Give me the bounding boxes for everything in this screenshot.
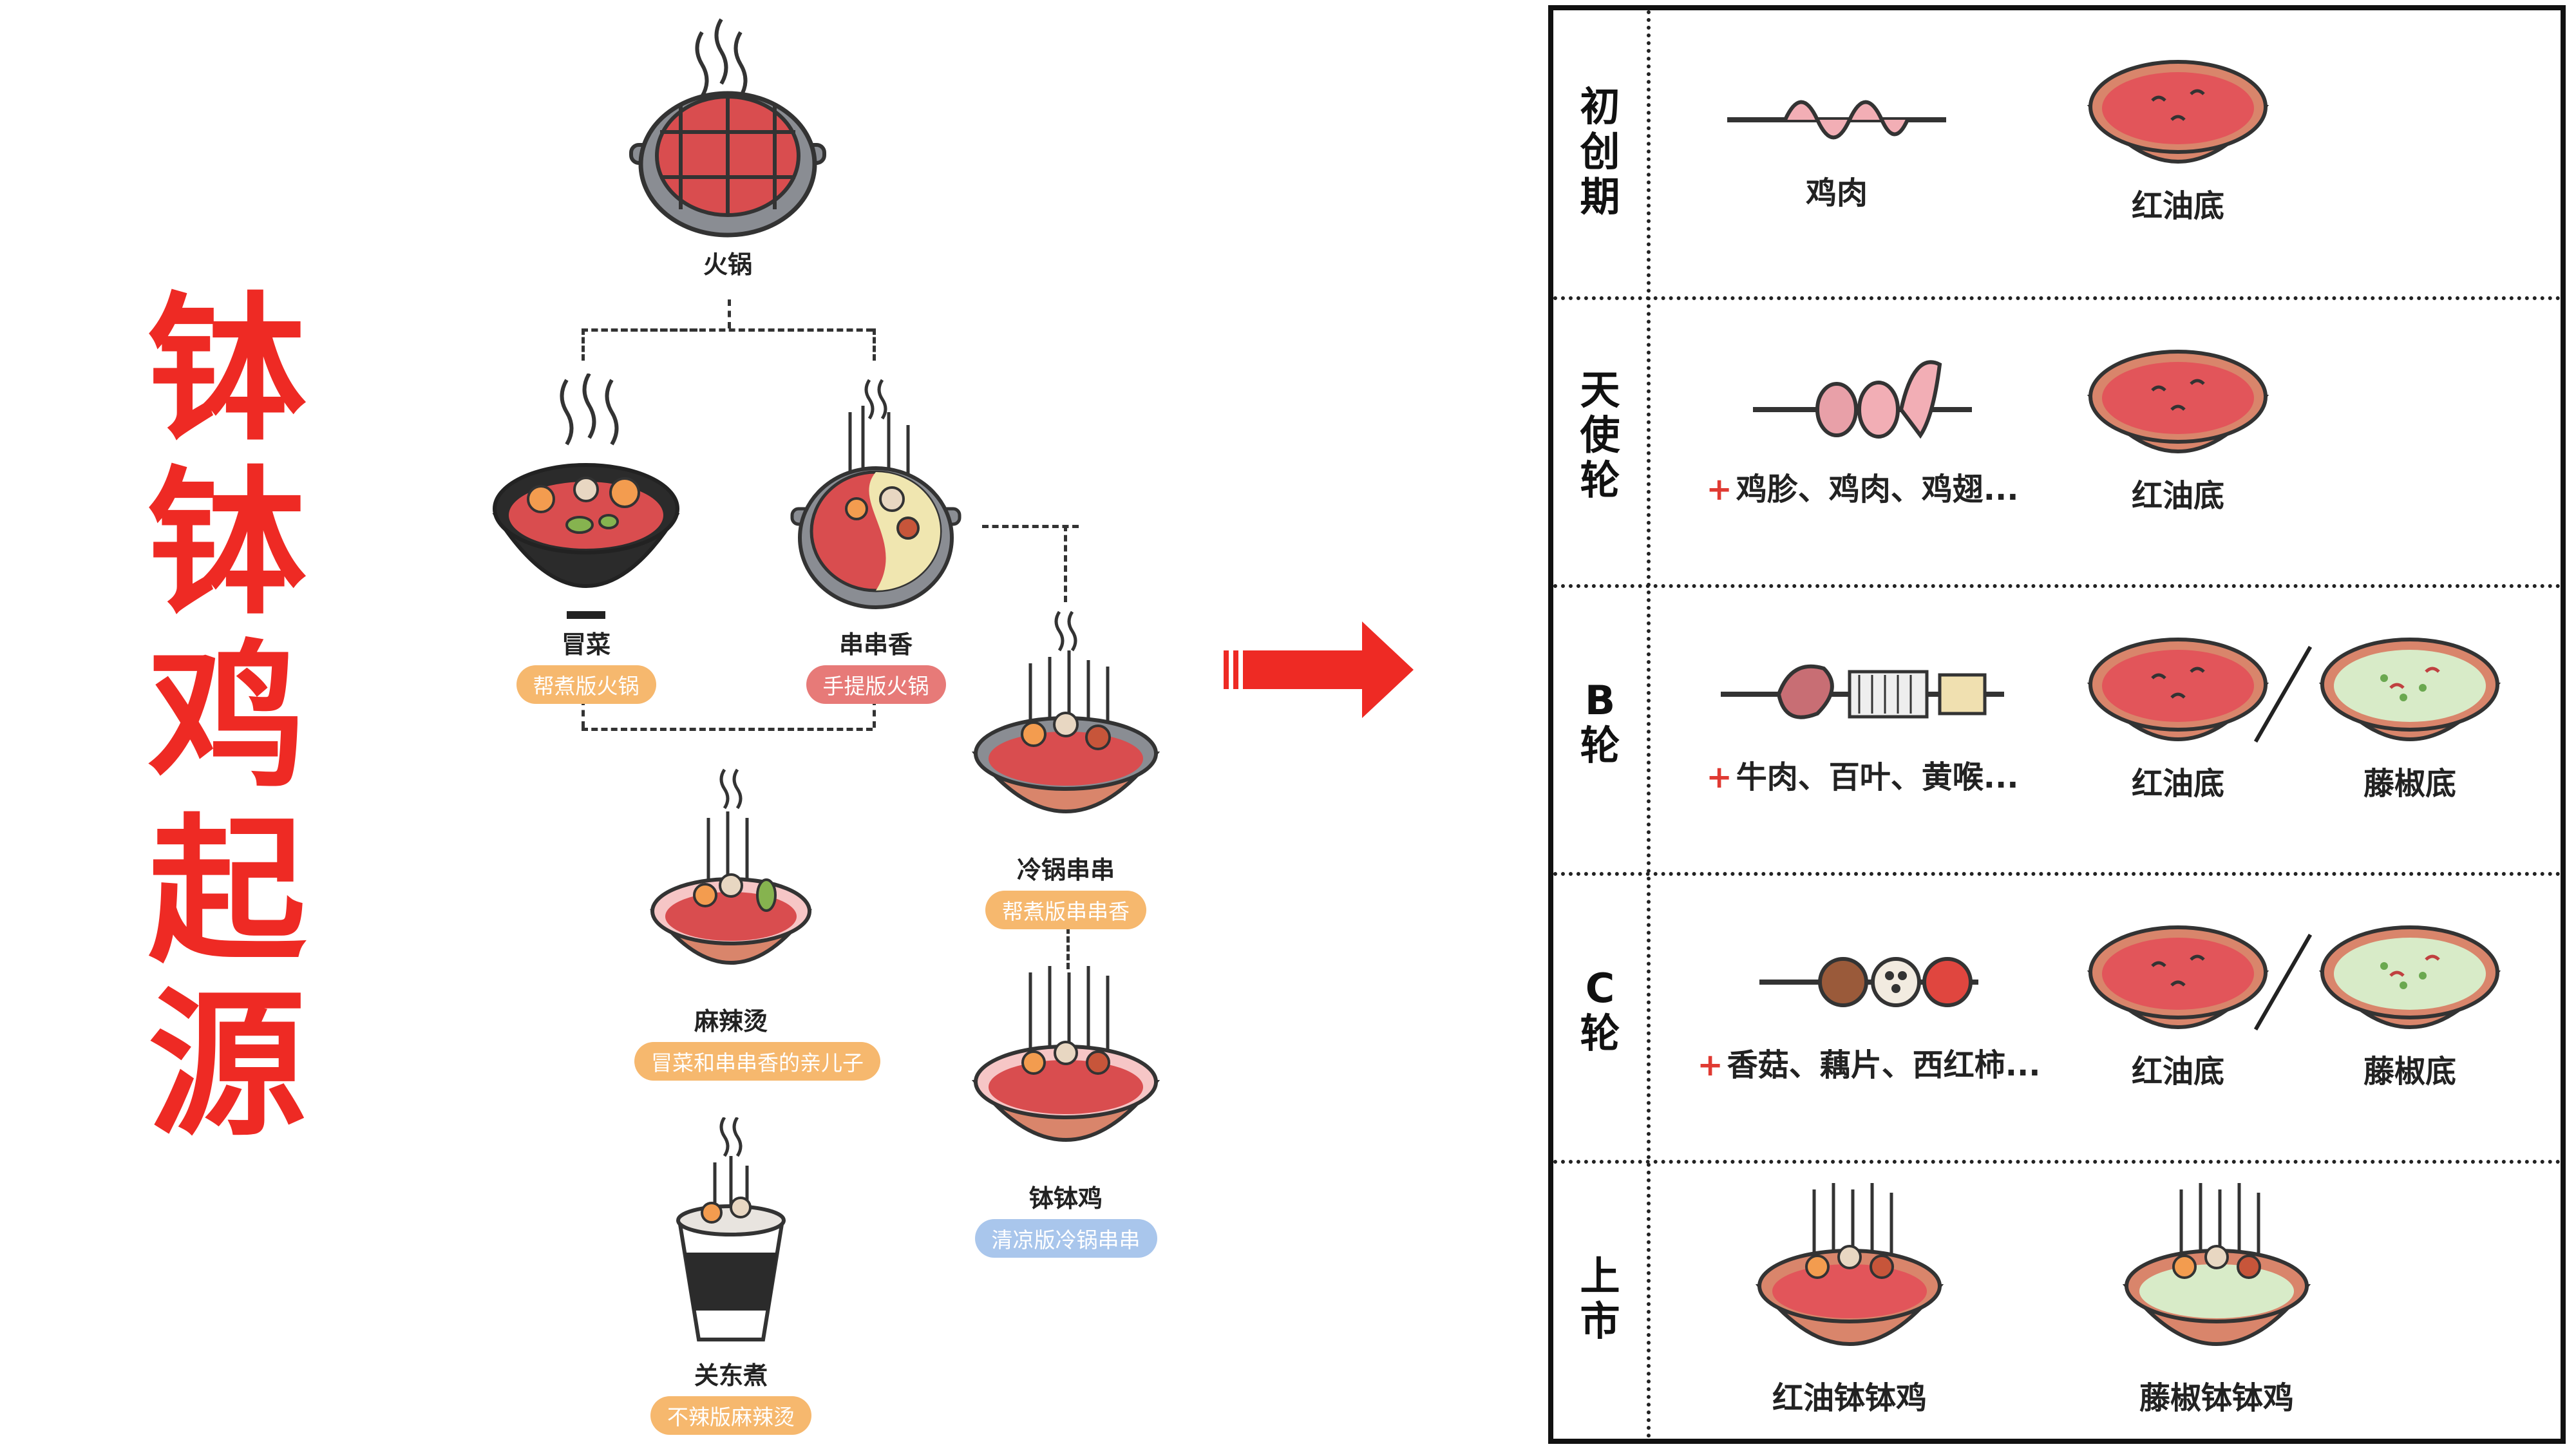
- right-arrow-icon: [1224, 621, 1414, 718]
- red-oil-bowl-icon: [2087, 925, 2269, 1029]
- node-tag: 清凉版冷锅串串: [974, 1219, 1157, 1258]
- stage-label: 初创期: [1580, 83, 1620, 220]
- red-oil-bowl-icon: [2087, 350, 2269, 453]
- evolution-panel: 初创期 鸡肉 红油底 天使轮: [1548, 5, 2566, 1444]
- lengguo-bowl-icon: [971, 611, 1160, 813]
- connector: [582, 328, 585, 361]
- node-hotpot: 火锅: [625, 6, 831, 280]
- mushroom-lotus-tomato-skewer-icon: [1759, 957, 1978, 1007]
- main-title: 钵 钵 鸡 起 源: [148, 278, 306, 1157]
- ingredient-label: +鸡胗、鸡肉、鸡翅...: [1706, 471, 2019, 507]
- stage-row: 上市 红油钵钵鸡: [1553, 1164, 2561, 1444]
- base-cell: 藤椒底: [2307, 627, 2513, 803]
- connector: [873, 699, 876, 728]
- node-name: 关东煮: [694, 1361, 768, 1390]
- node-name: 钵钵鸡: [1028, 1184, 1103, 1213]
- base-label: 藤椒底: [2363, 766, 2456, 802]
- node-name: 火锅: [703, 251, 752, 279]
- connector: [728, 299, 731, 328]
- malatang-bowl-icon: [649, 768, 813, 965]
- base-label: 红油底: [2131, 1054, 2224, 1090]
- base-label: 红油底: [2131, 188, 2224, 224]
- title-char: 钵: [148, 278, 306, 462]
- red-oil-bowl-icon: [2087, 638, 2269, 741]
- product-cell: 藤椒钵钵鸡: [2088, 1183, 2345, 1417]
- connector: [582, 728, 873, 731]
- node-name: 冷锅串串: [1016, 856, 1115, 884]
- base-cell: 红油底: [2075, 914, 2281, 1091]
- base-label: 红油底: [2131, 766, 2224, 802]
- product-label: 藤椒钵钵鸡: [2139, 1380, 2294, 1416]
- base-cell: 红油底: [2075, 49, 2281, 225]
- ingredient-label: 鸡肉: [1805, 175, 1868, 211]
- plus-icon: +: [1706, 759, 1732, 795]
- node-malatang: 麻辣烫 冒菜和串串香的亲儿子: [634, 763, 880, 1081]
- stage-row: 天使轮 +鸡胗、鸡肉、鸡翅... 红油底: [1553, 300, 2561, 588]
- ingredient-label: +香菇、藕片、西红柿...: [1697, 1047, 2041, 1083]
- red-oil-bobo-bowl-icon: [1755, 1183, 1944, 1346]
- ingredient-label: +牛肉、百叶、黄喉...: [1706, 759, 2019, 795]
- stage-label: 上市: [1580, 1253, 1620, 1345]
- title-char: 源: [148, 974, 306, 1157]
- node-name: 麻辣烫: [694, 1007, 768, 1036]
- connector: [873, 328, 876, 361]
- ingredient-cell: +香菇、藕片、西红柿...: [1682, 921, 2056, 1084]
- green-pepper-bowl-icon: [2318, 638, 2501, 741]
- node-name: 串串香: [838, 630, 913, 659]
- node-tag: 帮煮版串串香: [985, 891, 1146, 929]
- base-cell: 红油底: [2075, 627, 2281, 803]
- connector: [1066, 927, 1070, 969]
- title-char: 鸡: [148, 626, 306, 810]
- node-tag: 不辣版麻辣烫: [650, 1396, 811, 1435]
- mixed-chicken-skewer-icon: [1753, 360, 1972, 439]
- base-label: 红油底: [2131, 478, 2224, 514]
- product-cell: 红油钵钵鸡: [1721, 1183, 1978, 1417]
- base-label: 藤椒底: [2363, 1054, 2456, 1090]
- red-oil-bowl-icon: [2087, 60, 2269, 164]
- divider: [1647, 10, 1651, 1439]
- stage-row: 初创期 鸡肉 红油底: [1553, 10, 2561, 300]
- title-char: 钵: [148, 452, 306, 636]
- base-cell: 红油底: [2075, 339, 2281, 515]
- node-tag: 冒菜和串串香的亲儿子: [634, 1042, 880, 1081]
- node-lengguo: 冷锅串串 帮煮版串串香: [966, 605, 1166, 929]
- stage-label: 天使轮: [1580, 366, 1620, 504]
- ingredient-cell: +牛肉、百叶、黄喉...: [1682, 633, 2043, 797]
- chuanchuanxiang-pot-icon: [790, 379, 961, 609]
- product-label: 红油钵钵鸡: [1772, 1380, 1927, 1416]
- title-char: 起: [148, 800, 306, 983]
- ingredient-cell: 鸡肉: [1708, 75, 1965, 213]
- plus-icon: +: [1706, 471, 1732, 507]
- node-bobo: 钵钵鸡 清凉版冷锅串串: [966, 966, 1166, 1258]
- guandongzhu-cup-icon: [676, 1117, 786, 1341]
- ingredient-cell: +鸡胗、鸡肉、鸡翅...: [1682, 345, 2043, 509]
- node-guandongzhu: 关东煮 不辣版麻辣烫: [634, 1117, 828, 1435]
- green-pepper-bobo-bowl-icon: [2122, 1183, 2311, 1346]
- hotpot-icon: [629, 18, 826, 238]
- node-name: 冒菜: [561, 630, 611, 659]
- node-tag: 帮煮版火锅: [516, 665, 656, 704]
- bobo-bowl-icon: [971, 966, 1160, 1142]
- beef-tripe-skewer-icon: [1721, 664, 2004, 719]
- node-chuanchuanxiang: 串串香 手提版火锅: [779, 374, 972, 704]
- plus-icon: +: [1697, 1047, 1723, 1083]
- base-cell: 藤椒底: [2307, 914, 2513, 1091]
- maocai-bowl-icon: [492, 374, 680, 619]
- connector: [982, 525, 1079, 528]
- connector: [1064, 525, 1067, 602]
- connector: [582, 699, 585, 728]
- chicken-skewer-icon: [1727, 100, 1946, 140]
- origin-tree: 火锅 冒菜 帮煮版火锅: [464, 0, 1269, 1449]
- node-tag: 手提版火锅: [806, 665, 946, 704]
- node-maocai: 冒菜 帮煮版火锅: [489, 374, 683, 704]
- connector: [582, 328, 873, 332]
- green-pepper-bowl-icon: [2318, 925, 2501, 1029]
